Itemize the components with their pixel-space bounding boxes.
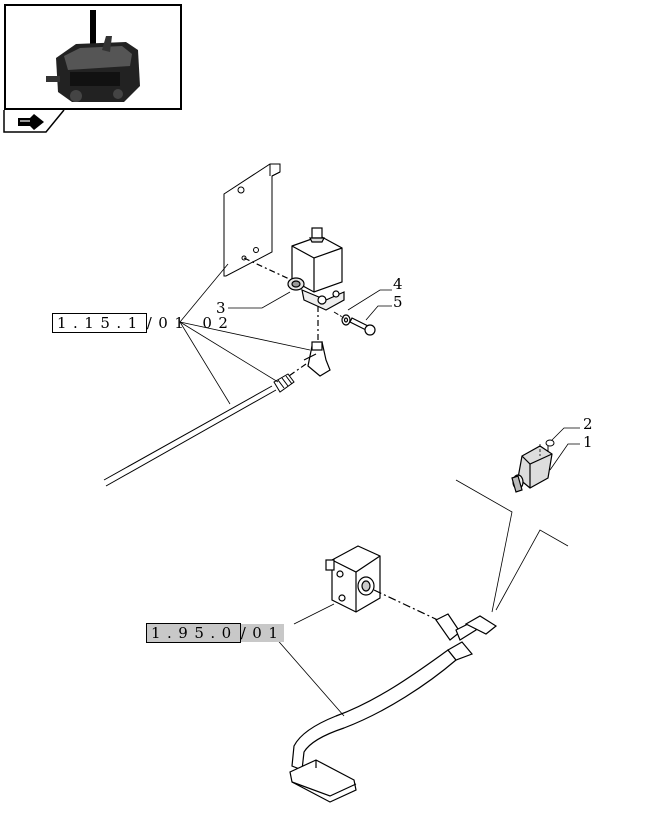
connector-fitting: [273, 373, 295, 393]
callout-leaders-top: [228, 289, 392, 321]
callout-4: 4: [393, 275, 403, 293]
bottom-reference-prefix[interactable]: 1.95.0: [146, 623, 241, 643]
mounting-block: [325, 545, 381, 613]
mounting-bracket: [223, 163, 281, 277]
bolt: [349, 317, 376, 336]
callout-3: 3: [216, 299, 226, 317]
top-reference-extra: 02: [202, 314, 235, 332]
callout-leaders-right: [549, 427, 580, 471]
engine-thumbnail-icon: [46, 10, 140, 102]
brake-pedal: [289, 613, 498, 803]
top-reference-suffix[interactable]: /01: [146, 314, 191, 332]
callout-5: 5: [393, 293, 403, 311]
next-page-tab[interactable]: [3, 109, 65, 133]
pressure-switch: [511, 445, 553, 493]
bottom-reference-leaders: [273, 603, 345, 717]
solenoid-valve: [287, 227, 345, 311]
bottom-reference-code[interactable]: 1.95.0/01: [146, 623, 285, 643]
top-reference-leaders: [179, 263, 311, 405]
thumbnail-frame: [4, 4, 182, 110]
top-reference-code[interactable]: 1.15.1/01 02: [52, 313, 234, 333]
centerline-fitting-connector: [285, 363, 307, 379]
callout-2: 2: [583, 415, 593, 433]
bottom-reference-suffix[interactable]: /01: [240, 624, 285, 642]
detail-zoom-lines: [455, 479, 569, 613]
small-screw: [545, 439, 555, 452]
callout-1: 1: [583, 433, 593, 451]
centerline-washer: [333, 311, 345, 319]
centerline-block-pedal: [373, 589, 443, 623]
washer: [341, 314, 351, 326]
top-reference-prefix[interactable]: 1.15.1: [52, 313, 147, 333]
next-page-arrow-icon: [18, 114, 44, 130]
hydraulic-tube: [103, 385, 277, 487]
elbow-fitting: [303, 341, 331, 377]
